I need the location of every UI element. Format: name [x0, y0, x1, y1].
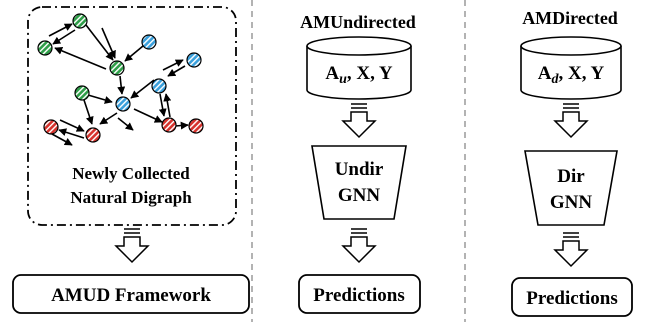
digraph-frame [27, 6, 237, 226]
dir-predictions-label: Predictions [526, 288, 617, 309]
dir-gnn-trapezoid [524, 150, 618, 226]
digraph-caption-line2: Natural Digraph [70, 188, 192, 207]
down-arrow-icon [114, 228, 150, 264]
down-arrow-icon [553, 232, 589, 268]
am-directed-title: AMDirected [522, 8, 618, 28]
undir-predictions-label: Predictions [313, 285, 404, 306]
digraph-nodes [37, 13, 204, 143]
graph-node-blue [151, 78, 167, 94]
right-panel: AMDirected Ad, X, Y Dir GNN Predictions [511, 8, 633, 317]
left-panel: Newly Collected Natural Digraph AMUD Fra… [12, 6, 250, 314]
graph-node-green [109, 60, 125, 76]
undirected-data-label: Au, X, Y [325, 63, 393, 87]
digraph-caption-line1: Newly Collected [72, 164, 190, 183]
down-arrow-icon [341, 228, 377, 264]
database-icon [520, 36, 622, 100]
amud-framework-box [12, 274, 250, 314]
graph-node-red [85, 127, 101, 143]
graph-node-red [161, 117, 177, 133]
graph-node-red [43, 119, 59, 135]
down-arrow-icon [341, 103, 377, 139]
dir-gnn-line2: GNN [550, 192, 593, 213]
middle-panel: AMUndirected Au, X, Y Undir GNN Predicti… [298, 12, 421, 314]
graph-node-green [74, 85, 90, 101]
dir-gnn-line1: Dir [557, 166, 585, 187]
undir-gnn-trapezoid [311, 145, 407, 220]
undir-gnn-line2: GNN [338, 185, 381, 206]
digraph-edges [48, 23, 189, 146]
down-arrow-icon [553, 103, 589, 139]
amud-framework-label: AMUD Framework [51, 285, 211, 306]
am-undirected-title: AMUndirected [300, 12, 416, 32]
graph-node-green [37, 40, 53, 56]
undir-gnn-line1: Undir [335, 159, 384, 180]
graph-node-green [72, 13, 88, 29]
undir-predictions-box [298, 274, 421, 314]
database-icon [306, 36, 412, 100]
graph-node-red [188, 118, 204, 134]
graph-node-blue [115, 96, 131, 112]
directed-data-label: Ad, X, Y [538, 63, 605, 87]
graph-node-blue [141, 34, 157, 50]
graph-node-blue [186, 52, 202, 68]
dir-predictions-box [511, 277, 633, 317]
